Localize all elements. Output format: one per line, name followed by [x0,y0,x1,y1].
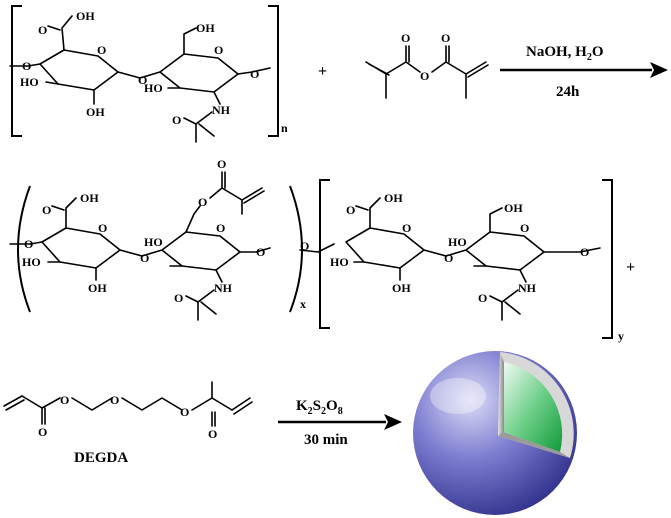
step2-time: 30 min [304,432,348,448]
svg-text:O: O [441,31,450,45]
svg-text:O: O [300,239,309,253]
svg-text:O: O [444,251,453,265]
hollow-sphere-icon [413,351,577,515]
svg-text:NH: NH [214,281,233,295]
svg-text:O: O [22,59,31,73]
svg-text:O: O [38,425,47,439]
svg-text:O: O [250,67,259,81]
svg-text:O: O [478,291,487,305]
svg-text:O: O [42,203,51,217]
degda-label: DEGDA [74,450,128,466]
svg-text:O: O [420,69,429,83]
svg-text:OH: OH [76,9,95,23]
svg-text:O: O [198,195,207,209]
svg-text:O: O [346,203,355,217]
step2-reagent: K2S2O8 [296,398,343,417]
svg-text:O: O [110,393,119,407]
svg-text:O: O [214,43,223,57]
repeat-x-label: x [300,297,306,311]
svg-text:O: O [60,393,69,407]
svg-text:OH: OH [88,281,107,295]
methacrylic-anhydride-structure: O O O [365,31,489,99]
svg-text:O: O [140,251,149,265]
svg-text:OH: OH [384,191,403,205]
svg-text:NH: NH [212,103,231,117]
methacrylated-ha-structure: x O OH O HO OH O O O HO O O NH O O O [9,157,624,343]
plus-sign-1: + [318,63,327,80]
svg-text:O: O [208,427,217,441]
svg-text:O: O [402,221,411,235]
svg-text:OH: OH [80,191,99,205]
svg-text:O: O [38,23,47,37]
degda-structure: O O O O O DEGDA [3,381,253,466]
svg-text:OH: OH [86,105,105,119]
svg-text:HO: HO [144,235,163,249]
step1-reagent: NaOH, H2O [526,44,604,63]
svg-text:OH: OH [196,21,215,35]
svg-text:HO: HO [144,81,163,95]
repeat-y-label: y [618,329,624,343]
svg-text:O: O [401,31,410,45]
svg-text:O: O [580,245,589,259]
svg-text:O: O [24,237,33,251]
svg-text:OH: OH [504,201,523,215]
step1-time: 24h [556,84,580,100]
svg-text:O: O [256,245,265,259]
svg-text:OH: OH [392,281,411,295]
svg-text:O: O [216,221,225,235]
svg-text:O: O [98,221,107,235]
svg-text:O: O [174,291,183,305]
repeat-n-label: n [281,121,288,135]
svg-text:NH: NH [518,281,537,295]
svg-text:O: O [520,221,529,235]
svg-text:O: O [180,405,189,419]
hyaluronic-acid-structure: n O OH O HO OH O O O OH HO NH O O [9,5,288,143]
reaction-arrow-2: K2S2O8 30 min [278,398,402,448]
plus-sign-2: + [626,259,635,276]
svg-text:O: O [217,157,226,171]
svg-text:O: O [172,113,181,127]
svg-text:O: O [97,43,106,57]
svg-text:HO: HO [448,235,467,249]
svg-text:O: O [138,73,147,87]
svg-text:HO: HO [20,75,39,89]
svg-text:HO: HO [22,255,41,269]
reaction-arrow-1: NaOH, H2O 24h [500,44,668,100]
svg-text:HO: HO [330,255,349,269]
